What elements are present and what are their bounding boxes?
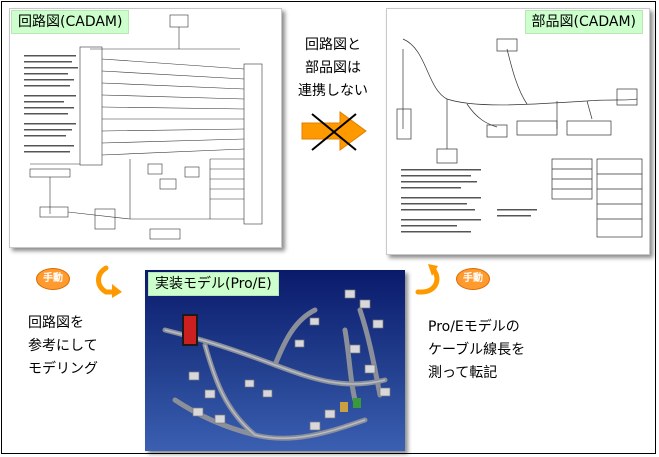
model-label: 実装モデル(Pro/E) bbox=[148, 272, 279, 296]
manual-badge-right: 手動 bbox=[456, 268, 490, 290]
length-transfer-note-line: 測って転記 bbox=[428, 365, 498, 381]
modeling-note: 回路図を 参考にして モデリング bbox=[28, 312, 98, 381]
circuit-diagram-drawing bbox=[24, 14, 263, 240]
length-transfer-note-line: ケーブル線長を bbox=[428, 342, 526, 358]
parts-diagram-panel: 部品図(CADAM) bbox=[386, 8, 650, 255]
curved-arrow-left-icon bbox=[96, 265, 122, 298]
manual-badge-left: 手動 bbox=[36, 268, 70, 290]
length-transfer-note: Pro/Eモデルの ケーブル線長を 測って転記 bbox=[428, 316, 525, 385]
no-link-note-line: 部品図は bbox=[305, 60, 361, 76]
circuit-diagram-label: 回路図(CADAM) bbox=[11, 10, 130, 34]
model-panel: 実装モデル(Pro/E) bbox=[145, 270, 405, 451]
length-transfer-note-line: Pro/Eモデルの bbox=[428, 319, 520, 335]
parts-diagram-drawing bbox=[396, 38, 643, 238]
parts-diagram-label: 部品図(CADAM) bbox=[524, 10, 643, 34]
harness-model-render bbox=[162, 289, 391, 441]
modeling-note-line: モデリング bbox=[28, 361, 98, 377]
no-link-note-line: 連携しない bbox=[298, 83, 368, 99]
curved-arrow-right-icon bbox=[415, 264, 440, 295]
no-link-note: 回路図と 部品図は 連携しない bbox=[288, 34, 378, 103]
modeling-note-line: 参考にして bbox=[28, 338, 98, 354]
crossed-arrow-icon bbox=[301, 111, 367, 151]
no-link-note-line: 回路図と bbox=[305, 37, 361, 53]
circuit-diagram-panel: 回路図(CADAM) bbox=[9, 8, 282, 248]
modeling-note-line: 回路図を bbox=[28, 315, 84, 331]
